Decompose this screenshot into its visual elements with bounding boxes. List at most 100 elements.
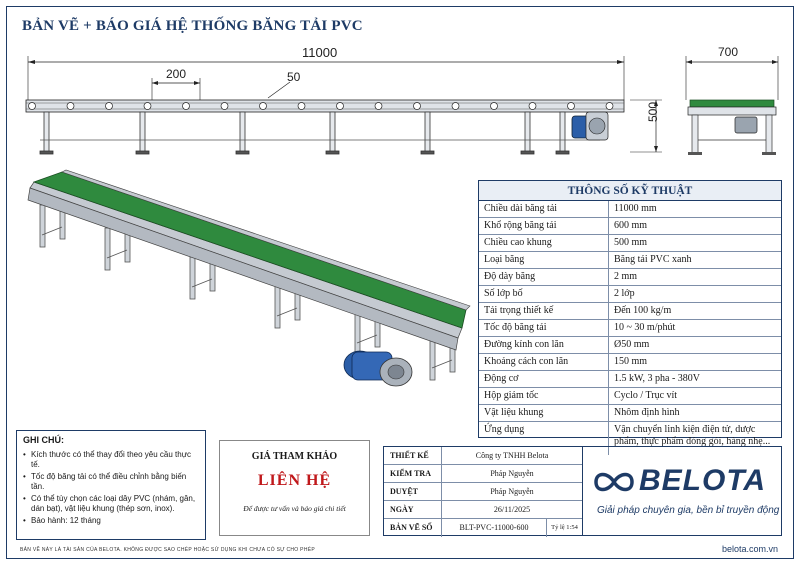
tb-key: NGÀY [384,501,442,518]
title-block-row: NGÀY 26/11/2025 [384,501,582,519]
spec-value: 11000 mm [614,203,657,214]
drawing-frame [6,6,794,559]
tb-value: Pháp Nguyễn [490,469,534,478]
roller [451,102,460,110]
iso-brace [276,307,298,317]
roller [528,102,537,110]
leg-foot [555,150,570,155]
dim-height: 500 [646,101,660,122]
infinity-logo-icon [594,472,634,492]
title-block-row: KIỂM TRA Pháp Nguyễn [384,465,582,483]
roller [143,102,152,110]
tb-value: Công ty TNHH Belota [475,451,549,460]
leg-foot [325,150,340,155]
note-item: Tốc độ băng tải có thể điều chỉnh bằng b… [23,472,199,492]
frame-leg [559,111,566,153]
frame-leg [329,111,336,153]
tb-key: DUYỆT [384,483,442,500]
price-label: GIÁ THAM KHẢO [251,451,338,462]
roller [66,102,75,110]
spec-value: 2 mm [614,271,638,282]
iso-leg [39,204,46,248]
spec-value: 2 lớp [614,288,635,299]
spec-value: Băng tải PVC xanh [614,254,692,265]
iso-brace [356,334,378,344]
tb-key: KIỂM TRA [384,465,442,482]
frame-leg [424,111,431,153]
dim-roller: 50 [287,70,301,84]
notes-title: GHI CHÚ: [23,435,64,445]
leg-foot [520,150,535,155]
price-box: GIÁ THAM KHẢO LIÊN HỆ Để được tư vấn và … [219,440,370,536]
iso-brace [191,278,213,288]
iso-leg [429,337,436,381]
spec-key: Đường kính con lăn [479,337,609,353]
isometric-view-drawing [27,169,471,387]
iso-leg [104,227,111,271]
note-item: Kích thước có thể thay đổi theo yêu cầu … [23,450,199,470]
spec-value: 1.5 kW, 3 pha - 380V [614,373,701,384]
spec-key: Tốc độ băng tải [479,320,609,336]
spec-key: Khổ rộng băng tải [479,218,609,234]
spec-heading: THÔNG SỐ KỸ THUẬT [479,181,781,201]
frame-leg [239,111,246,153]
title-block-row: DUYỆT Pháp Nguyễn [384,483,582,501]
title-block: THIẾT KẾ Công ty TNHH Belota KIỂM TRA Pháp… [383,446,583,537]
spec-row: Chiều cao khung 500 mm [479,235,781,252]
roller [259,102,267,110]
tb-value: 26/11/2025 [493,505,531,514]
roller [220,102,229,110]
frame-leg [139,111,146,153]
roller [28,102,36,110]
spec-key: Khoảng cách con lăn [479,354,609,370]
leg-foot [420,150,435,155]
frame-leg [524,111,531,153]
spec-row: Chiều dài băng tải 11000 mm [479,201,781,218]
spec-key: Chiều cao khung [479,235,609,251]
tb-key: THIẾT KẾ [384,447,442,464]
tb-key: BẢN VẼ SỐ [384,519,442,537]
page-title: BẢN VẼ + BÁO GIÁ HỆ THỐNG BĂNG TẢI PVC [22,18,363,34]
note-item: Bảo hành: 12 tháng [23,516,199,526]
spec-value: 500 mm [614,237,648,248]
roller [490,102,498,110]
tb-value: Pháp Nguyễn [490,487,534,496]
roller [182,102,190,110]
spec-row: Khoảng cách con lăn 150 mm [479,354,781,371]
iso-leg [189,256,196,300]
title-block-row: THIẾT KẾ Công ty TNHH Belota [384,447,582,465]
iso-brace [41,226,63,236]
spec-table: THÔNG SỐ KỸ THUẬT Chiều dài băng tải 1100… [478,180,782,455]
leg-foot [135,150,150,155]
spec-value: 10 ~ 30 m/phút [614,322,676,333]
spec-key: Tải trọng thiết kế [479,303,609,319]
spec-row: Tốc độ băng tải 10 ~ 30 m/phút [479,320,781,337]
spec-value: Nhôm định hình [614,407,680,418]
spec-key: Ứng dụng [479,422,609,455]
spec-key: Số lớp bố [479,286,609,302]
spec-key: Chiều dài băng tải [479,201,609,217]
brand-name: BELOTA [639,464,767,497]
roller [567,102,575,110]
frame-leg [43,111,50,153]
dim-width: 700 [718,45,739,59]
website: belota.com.vn [721,544,778,554]
tb-scale: Tỷ lệ 1:54 [546,519,582,537]
side-view-drawing [25,56,779,155]
roller [105,102,113,110]
leg-foot [39,150,54,155]
iso-brace [431,359,453,369]
leg-foot [235,150,250,155]
iso-leg [354,312,361,356]
spec-value: Vận chuyển linh kiện điện tử, dược phẩm,… [614,424,771,447]
spec-row: Số lớp bố 2 lớp [479,286,781,303]
spec-value: 150 mm [614,356,648,367]
